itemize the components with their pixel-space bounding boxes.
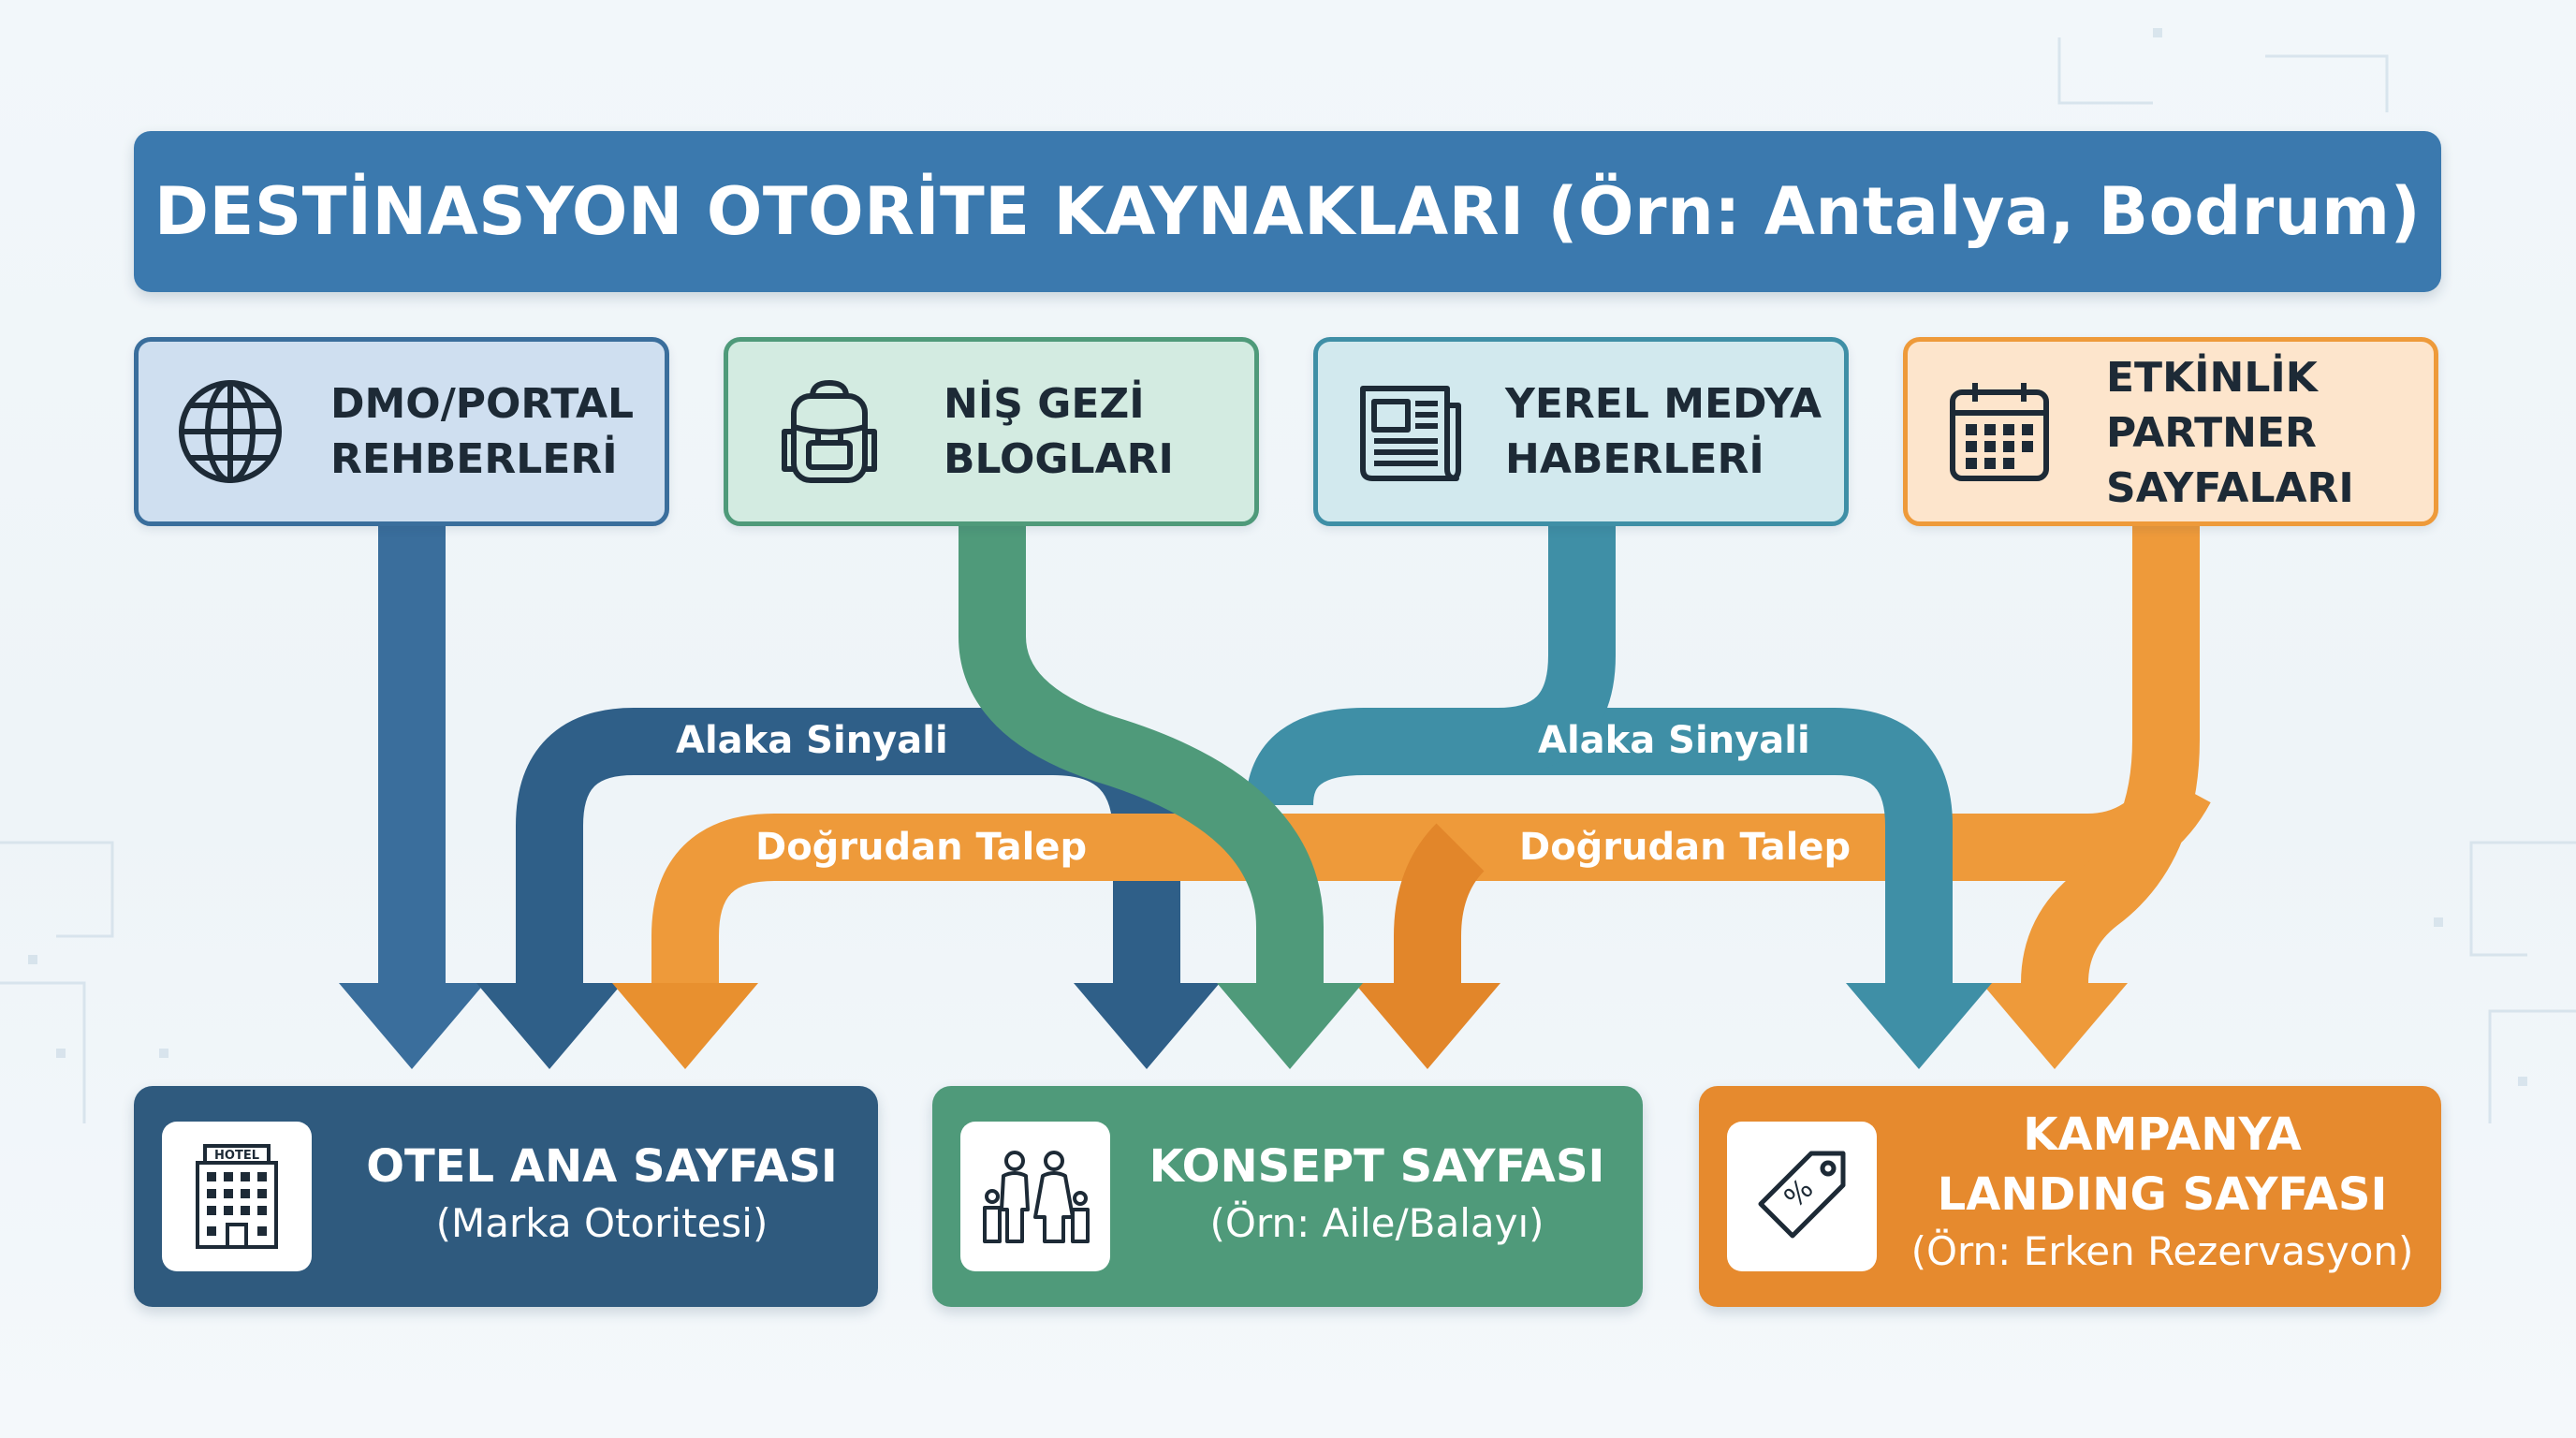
calendar-icon [1950, 383, 2049, 481]
target-kampanya-title-line1: KAMPANYA [2023, 1108, 2302, 1161]
source-dmo-portal: DMO/PORTAL REHBERLERİ [134, 337, 669, 526]
globe-icon [179, 380, 282, 483]
price-tag-icon-box: % [1727, 1122, 1877, 1271]
flow-label-talep-left: Doğrudan Talep [755, 826, 1088, 869]
source-etkinlik-line2: PARTNER [2106, 408, 2317, 457]
flow-blog-to-konsept [959, 526, 1324, 983]
source-medya-line1: YEREL MEDYA [1505, 380, 1822, 428]
source-blog-line1: NİŞ GEZİ [944, 380, 1145, 428]
flow-etkinlik-to-kampanya [2021, 526, 2200, 985]
target-otel-subtitle: (Marka Otoritesi) [435, 1200, 768, 1246]
arrowhead-blog [1217, 983, 1363, 1069]
flow-label-alaka-right: Alaka Sinyali [1538, 719, 1810, 762]
flow-alaka-right [1246, 708, 1953, 983]
flow-talep-branch [1394, 823, 1486, 983]
source-blog-line2: BLOGLARI [944, 434, 1174, 483]
source-dmo-line2: REHBERLERİ [330, 434, 618, 483]
hotel-icon-text: HOTEL [214, 1149, 259, 1163]
source-yerel-medya: YEREL MEDYA HABERLERİ [1313, 337, 1849, 526]
arrowhead-talep-hotel [612, 983, 758, 1069]
price-tag-icon: % [1758, 1151, 1846, 1239]
flow-label-alaka-left: Alaka Sinyali [676, 719, 948, 762]
source-etkinlik-partner: ETKİNLİK PARTNER SAYFALARI [1903, 337, 2438, 526]
arrowhead-alaka-left-hotel [476, 983, 622, 1069]
target-kampanya-subtitle: (Örn: Erken Rezervasyon) [1910, 1228, 2414, 1274]
page-title: DESTİNASYON OTORİTE KAYNAKLARI (Örn: Ant… [154, 173, 2422, 250]
target-konsept-sayfasi: KONSEPT SAYFASI (Örn: Aile/Balayı) [932, 1086, 1643, 1307]
source-medya-line2: HABERLERİ [1505, 434, 1764, 483]
target-konsept-subtitle: (Örn: Aile/Balayı) [1209, 1200, 1544, 1246]
arrowhead-etkinlik [1982, 983, 2128, 1069]
arrowhead-talep-konsept [1354, 983, 1500, 1069]
arrowhead-alaka-right [1846, 983, 1992, 1069]
family-icon-box [960, 1122, 1110, 1271]
target-otel-ana-sayfasi: HOTEL OTEL ANA SAYFASI (Marka Otoritesi) [134, 1086, 878, 1307]
arrowhead-alaka-left-konsept [1074, 983, 1220, 1069]
flow-medya [1364, 526, 1616, 775]
family-icon [983, 1151, 1090, 1243]
newspaper-icon [1360, 386, 1461, 481]
title-bar: DESTİNASYON OTORİTE KAYNAKLARI (Örn: Ant… [134, 131, 2441, 292]
backpack-icon [782, 380, 877, 483]
target-kampanya-landing: % KAMPANYA LANDING SAYFASI (Örn: Erken R… [1699, 1086, 2441, 1307]
source-dmo-line1: DMO/PORTAL [330, 380, 635, 428]
source-nis-gezi-bloglari: NİŞ GEZİ BLOGLARI [724, 337, 1259, 526]
source-etkinlik-line3: SAYFALARI [2106, 463, 2354, 512]
hotel-icon-box: HOTEL [162, 1122, 312, 1271]
source-etkinlik-line1: ETKİNLİK [2106, 354, 2318, 402]
arrowhead-dmo [339, 983, 485, 1069]
target-konsept-title: KONSEPT SAYFASI [1149, 1140, 1605, 1193]
flow-label-talep-right: Doğrudan Talep [1519, 826, 1852, 869]
target-otel-title: OTEL ANA SAYFASI [366, 1140, 838, 1193]
hotel-icon: HOTEL [196, 1144, 278, 1249]
target-kampanya-title-line2: LANDING SAYFASI [1937, 1168, 2388, 1221]
